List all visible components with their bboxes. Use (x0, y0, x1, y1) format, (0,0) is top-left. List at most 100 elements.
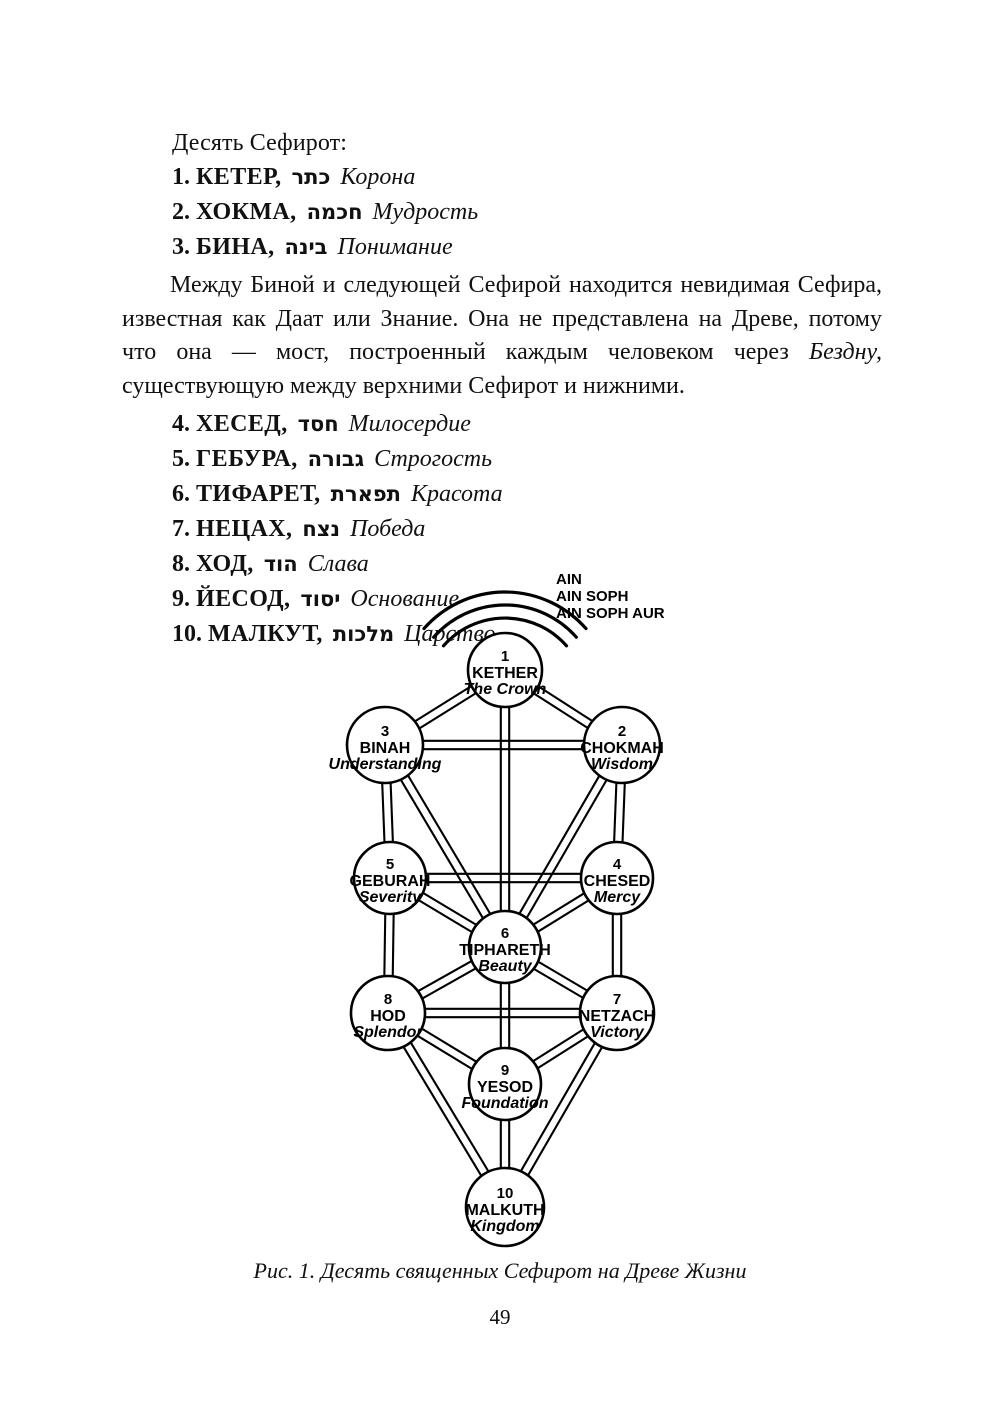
path-binah-geburah (381, 779, 395, 846)
sephira-name: CHOKMAH (580, 740, 664, 757)
path-hod-malkuth (401, 1039, 491, 1179)
sephira-translation: Mercy (594, 889, 641, 906)
sephira-circle (579, 840, 655, 916)
item-meaning: Корона (340, 164, 416, 190)
paragraph-part-1: Между Биной и следующей Сефирой находитс… (122, 272, 882, 365)
item-translit: ЙЕСОД, (196, 586, 291, 612)
sephira-name: BINAH (360, 740, 411, 757)
item-hebrew: מלכות (332, 622, 395, 646)
item-meaning: Красота (411, 481, 503, 507)
veil-label-ain: AIN (556, 571, 582, 588)
sephira-name: NETZACH (579, 1008, 655, 1025)
paragraph-emphasis: Бездну, (808, 339, 882, 365)
sephira-number: 6 (501, 925, 509, 942)
sephira-name: CHESED (584, 873, 651, 890)
item-translit: БИНА, (196, 234, 275, 260)
item-number: 9. (172, 586, 190, 612)
figure-caption: Рис. 1. Десять священных Сефирот на Древ… (253, 1258, 747, 1283)
sephira-circle (464, 1166, 546, 1248)
sephira-number: 9 (501, 1062, 509, 1079)
sephira-name: KETHER (472, 665, 538, 682)
veil-label-ain-soph-aur: AIN SOPH AUR (556, 605, 665, 622)
item-translit: ГЕБУРА, (196, 446, 298, 472)
list-item: 4. ХЕСЕД, חסד Милосердие (172, 407, 882, 442)
list-item: 2. ХОКМА, חכמה Мудрость (172, 195, 882, 230)
path-chokmah-binah (420, 739, 587, 751)
sephira-translation: Splendor (353, 1024, 423, 1041)
veil-arc-2 (432, 603, 578, 639)
item-hebrew: חכמה (306, 200, 363, 224)
sephira-circle (582, 705, 662, 785)
path-chesed-netzach (611, 911, 623, 979)
paragraph-part-2: существующую между верхними Сефирот и ни… (122, 372, 685, 399)
sephira-name: YESOD (477, 1079, 533, 1096)
list-item: 5. ГЕБУРА, גבורה Строгость (172, 442, 882, 477)
item-number: 5. (172, 446, 190, 472)
sephira-circle (578, 974, 656, 1052)
path-kether-chokmah (530, 683, 596, 731)
item-number: 6. (172, 481, 190, 507)
list-item: 10. МАЛКУТ, מלכות Царство (172, 617, 882, 652)
item-hebrew: נצח (302, 517, 341, 541)
sephira-translation: Foundation (461, 1095, 548, 1112)
sephira-number: 5 (386, 856, 394, 873)
sephirot-list-upper: 1. КЕТЕР, כתר Корона 2. ХОКМА, חכמה Мудр… (122, 160, 882, 265)
sephira-number: 4 (613, 856, 622, 873)
path-yesod-malkuth (499, 1117, 511, 1171)
item-number: 1. (172, 164, 190, 190)
text-content: Десять Сефирот: 1. КЕТЕР, כתר Корона 2. … (122, 126, 882, 652)
sephira-number: 3 (381, 723, 389, 740)
item-translit: ТИФАРЕТ, (196, 481, 321, 507)
item-translit: КЕТЕР, (196, 164, 282, 190)
item-hebrew: הוד (263, 552, 298, 576)
sephira-name: MALKUTH (465, 1202, 544, 1219)
sephira-translation: Beauty (478, 958, 532, 975)
path-netzach-hod (422, 1007, 583, 1019)
sephira-circle (467, 1046, 543, 1122)
item-translit: НЕЦАХ, (196, 516, 293, 542)
sephira-circle (352, 840, 428, 916)
lead-line: Десять Сефирот: (172, 130, 348, 156)
path-chokmah-tiphareth (516, 772, 610, 922)
page-number: 49 (489, 1305, 511, 1329)
sephira-name: TIPHARETH (459, 942, 551, 959)
sephira-translation: Severity (359, 889, 422, 906)
list-item: 8. ХОД, הוד Слава (172, 547, 882, 582)
path-geburah-hod (383, 910, 395, 980)
item-translit: ХЕСЕД, (196, 411, 288, 437)
list-item: 3. БИНА, בינה Понимание (172, 230, 882, 265)
sephira-circle (349, 974, 427, 1052)
sephira-number: 7 (613, 991, 621, 1008)
veil-label-ain-soph: AIN SOPH (556, 588, 629, 605)
item-meaning: Основание (350, 586, 460, 612)
sephira-translation: Victory (590, 1024, 645, 1041)
sephira-number: 1 (501, 648, 509, 665)
path-netzach-malkuth (518, 1039, 605, 1179)
list-item: 7. НЕЦАХ, נצח Победа (172, 512, 882, 547)
path-hod-yesod (414, 1026, 480, 1072)
sephira-number: 10 (497, 1185, 514, 1202)
path-binah-tiphareth (398, 772, 493, 922)
item-number: 8. (172, 551, 190, 577)
path-kether-binah (411, 683, 479, 731)
list-item: 1. КЕТЕР, כתר Корона (172, 160, 882, 195)
item-hebrew: יסוד (300, 587, 341, 611)
item-number: 10. (172, 621, 202, 647)
sephirot-list-lower: 4. ХЕСЕД, חסד Милосердие 5. ГЕБУРА, גבור… (122, 407, 882, 652)
sephira-circle (466, 631, 544, 709)
item-hebrew: חסד (297, 412, 339, 436)
veil-arc-1 (422, 590, 588, 631)
item-meaning: Понимание (337, 234, 453, 260)
